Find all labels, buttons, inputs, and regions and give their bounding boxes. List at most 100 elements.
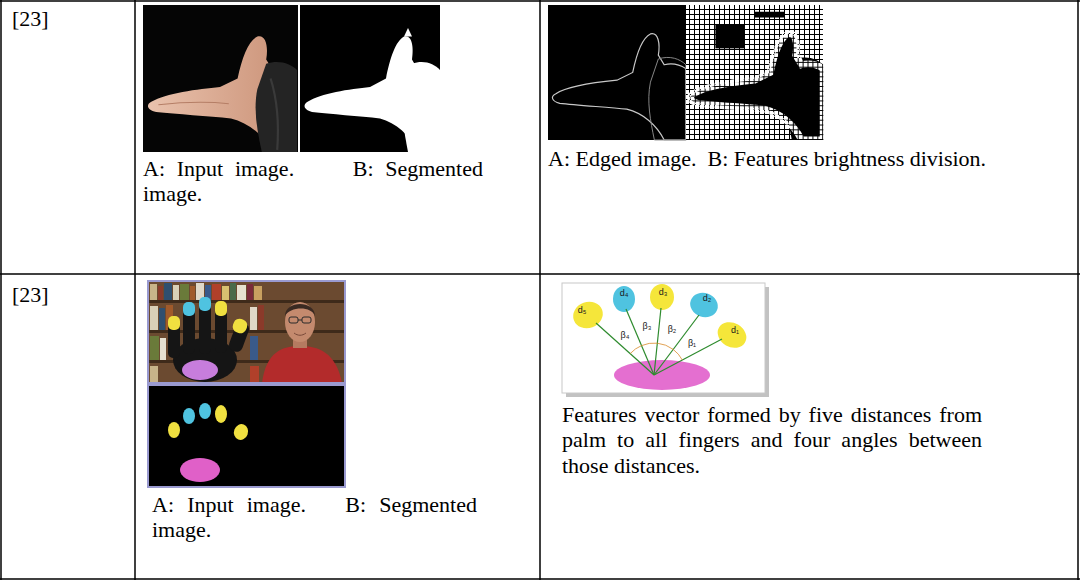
feature-vector-figure-part-part <box>613 286 635 312</box>
glove-photo-part-part <box>164 283 172 300</box>
hand-photo-part-part <box>271 79 278 150</box>
hand-photo-part <box>143 5 298 152</box>
glove-photo-part <box>285 302 315 342</box>
glove-photo-part-part <box>250 336 258 360</box>
segmented-hand-part-part <box>404 28 412 36</box>
glove-photo-part-part <box>150 306 158 330</box>
segmented-hand-part <box>300 5 440 152</box>
glove-photo-part-part <box>237 285 246 300</box>
glove-photo-part-part <box>168 316 180 330</box>
table-rules-part <box>0 0 2 580</box>
glove-photo-part-part <box>190 286 195 300</box>
feature-vector-figure-part-part-part <box>596 323 654 375</box>
glove-photo-part <box>289 317 311 323</box>
glove-photo-part-part <box>199 297 211 311</box>
feature-vector-figure-part <box>569 284 751 390</box>
figure-caption: Features vector formed by five distances… <box>562 402 982 478</box>
glove-photo-part-part <box>298 320 302 321</box>
image-caption: A: Edged image. B: Features brightness d… <box>548 146 988 171</box>
feature-vector-figure-part-part <box>713 317 751 353</box>
brightness-grid-part <box>686 5 823 140</box>
glove-photo-part-part <box>215 301 227 316</box>
glove-photo-part-part <box>222 286 229 300</box>
hand-photo <box>143 5 298 152</box>
angle-label: β₄ <box>621 331 630 340</box>
glove-photo <box>148 281 345 383</box>
distance-label: d₅ <box>578 306 587 315</box>
image-caption: A: Input image. B: Segmented image. <box>152 492 477 543</box>
angle-label: β₁ <box>688 339 696 348</box>
table-rules-part <box>0 0 1080 2</box>
table-rules-part <box>539 0 541 580</box>
segmented-hand-part <box>305 28 440 152</box>
glove-photo-part-part <box>182 360 218 380</box>
hand-photo-part-part <box>256 62 297 152</box>
glove-photo-part-part <box>302 317 311 323</box>
glove-photo-part-part <box>250 307 257 330</box>
glove-photo-part-part <box>250 366 259 383</box>
glove-photo-part-part <box>180 284 189 300</box>
feature-vector-figure-part-part <box>596 308 722 375</box>
glove-photo-part-part <box>150 366 158 383</box>
glove-photo-part-part <box>158 286 163 300</box>
glove-photo-part-part <box>160 338 166 360</box>
brightness-grid-part-part <box>715 24 744 48</box>
edge-image <box>548 5 686 140</box>
reference-number: [23] <box>12 6 49 31</box>
distance-label: d₂ <box>703 294 712 303</box>
brightness-grid-part-part <box>690 34 823 140</box>
feature-vector-figure-part-part <box>650 284 674 310</box>
segmented-glove-part <box>232 422 251 442</box>
segmented-glove-part <box>180 458 220 482</box>
feature-vector-figure-part-part-part <box>654 315 699 375</box>
reference-number: [23] <box>12 282 49 307</box>
segmented-glove-part <box>148 385 345 487</box>
edge-image-part <box>548 5 686 140</box>
glove-photo-part <box>148 300 345 303</box>
brightness-grid <box>686 5 823 140</box>
feature-vector-figure-part-part <box>630 343 682 360</box>
image-caption: A: Input image. B: Segmented image. <box>143 156 483 207</box>
glove-photo-part-part <box>159 308 165 330</box>
segmented-hand-part-part <box>305 36 440 152</box>
segmented-glove-part <box>183 408 195 424</box>
feature-vector-figure-part-part <box>687 289 722 321</box>
glove-photo-part-part <box>254 286 262 300</box>
glove-photo-part-part <box>150 284 157 300</box>
feature-vector-figure <box>562 283 769 397</box>
segmented-glove-part <box>168 422 180 438</box>
distance-label: d₄ <box>620 289 629 298</box>
brightness-grid-part <box>686 5 823 140</box>
distance-label: d₁ <box>731 326 739 335</box>
glove-photo-part-part <box>258 305 264 330</box>
glove-photo-part <box>285 304 315 316</box>
glove-photo-part-part <box>150 336 159 360</box>
angle-label: β₃ <box>643 322 652 331</box>
glove-photo-part <box>148 281 345 383</box>
feature-vector-figure-part-part-part <box>654 308 661 375</box>
glove-photo-part <box>148 281 345 383</box>
segmented-glove-part <box>199 403 211 419</box>
glove-photo-part-part <box>289 317 298 323</box>
feature-vector-figure-part-part-part <box>626 309 654 375</box>
glove-photo-part-part <box>173 285 179 300</box>
hand-photo-part-part <box>148 36 297 152</box>
hand-photo-part <box>148 36 297 152</box>
angle-label: β₂ <box>668 325 677 334</box>
glove-photo-part <box>150 283 264 383</box>
edge-image-part <box>552 34 685 140</box>
segmented-glove-part <box>148 385 345 487</box>
segmented-hand-part-part <box>402 62 440 152</box>
glove-photo-part-part <box>247 284 253 300</box>
glove-photo-part-part <box>230 283 236 300</box>
segmented-glove-part <box>215 405 227 423</box>
brightness-grid-part-part <box>755 12 784 18</box>
brightness-grid-part <box>690 15 823 140</box>
feature-vector-figure-part <box>562 283 765 393</box>
table-rules-part <box>134 0 136 580</box>
distance-label: d₃ <box>659 288 668 297</box>
segmented-glove <box>148 385 345 487</box>
table-rules-part <box>0 578 1080 580</box>
